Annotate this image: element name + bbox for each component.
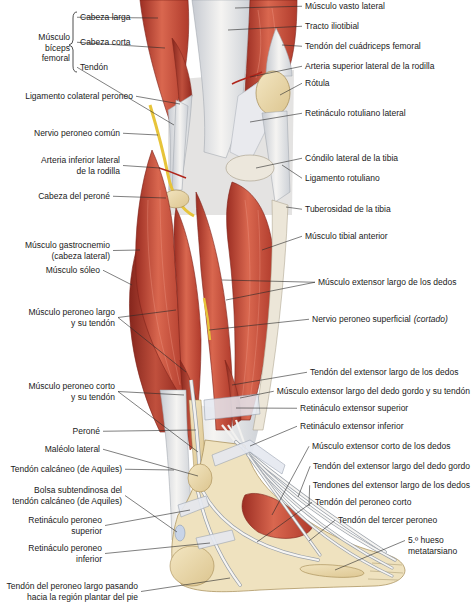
part-label: Retináculo peroneo inferior (26, 543, 102, 564)
leader-line (226, 282, 315, 300)
leader-line (250, 66, 302, 77)
leader-line (125, 469, 174, 471)
leader-line (250, 113, 302, 122)
leader-line (141, 578, 230, 592)
leader-line (236, 408, 297, 409)
part-label: Tracto iliotibial (305, 21, 359, 32)
leader-line (282, 165, 302, 178)
leader-line (123, 166, 160, 169)
part-label: Rótula (305, 78, 330, 89)
leader-line (280, 83, 302, 95)
part-label: Ligamento rotuliano (305, 173, 380, 184)
leader-line (136, 96, 180, 104)
part-label: Cóndilo lateral de la tibia (305, 153, 398, 164)
part-label: Tendón del peroneo corto (315, 497, 411, 508)
part-label: Tendón del extensor largo de los dedos (310, 367, 458, 378)
leader-line (118, 310, 176, 318)
leader-line (118, 318, 186, 373)
leader-line (105, 543, 210, 554)
leader-line (118, 392, 184, 396)
part-label: Tendón (80, 62, 108, 73)
part-label: Tendón del tercer peroneo (338, 515, 437, 526)
leader-line (209, 319, 309, 330)
part-label: Músculo vasto lateral (305, 1, 385, 12)
leader-line (282, 45, 302, 46)
leader-line (235, 6, 302, 8)
part-label: Tendones del extensor largo de los dedos (313, 480, 470, 491)
leader-line (309, 520, 335, 541)
leader-line (228, 26, 302, 30)
structure-label: Músculo bíceps femoral (30, 32, 70, 64)
part-label: Músculo peroneo corto y su tendón (25, 381, 115, 402)
part-label: Tendón del peroneo largo pasando hacia l… (6, 581, 138, 602)
part-label: Músculo tibial anterior (305, 231, 388, 242)
leader-line (103, 270, 132, 285)
leader-line (286, 207, 302, 209)
part-label: Retináculo rotuliano lateral (305, 108, 406, 119)
leader-line (123, 133, 158, 135)
part-label: Cabeza corta (80, 37, 131, 48)
part-label: Maléolo lateral (45, 444, 100, 455)
part-label: Tendón del cuádriceps femoral (305, 41, 421, 52)
part-label: Tuberosidad de la tibia (305, 204, 391, 215)
part-label: Retináculo extensor superior (300, 403, 408, 414)
leader-line (118, 392, 198, 453)
part-label: Retináculo extensor inferior (300, 421, 403, 432)
leader-line (298, 466, 310, 497)
part-label: Cabeza del peroné (38, 191, 110, 202)
part-label: Cabeza larga (80, 12, 131, 23)
leader-line (309, 485, 311, 506)
part-label: Músculo extensor largo de los dedos (318, 277, 456, 288)
leader-line (232, 372, 307, 385)
leader-line (250, 426, 297, 446)
part-label: Músculo sóleo (46, 265, 100, 276)
part-label: Peroné (73, 426, 100, 437)
leader-line (113, 196, 166, 198)
part-label: Tendón del extensor largo del dedo gordo (313, 461, 470, 472)
part-label: Músculo extensor largo del dedo gordo y … (277, 386, 470, 397)
leader-line (262, 236, 302, 250)
part-label: Músculo extensor corto de los dedos (312, 441, 450, 452)
part-label: Músculo gastrocnemio (cabeza lateral) (20, 240, 110, 261)
leader-line (105, 510, 190, 526)
leader-line (222, 280, 315, 282)
part-label: Ligamento colateral peroneo (25, 91, 133, 102)
leader-line (272, 446, 309, 515)
part-label: Músculo peroneo largo y su tendón (25, 307, 115, 328)
part-label: Retináculo peroneo superior (26, 515, 102, 536)
leader-line (240, 391, 274, 398)
part-label: Arteria inferior lateral de la rodilla (38, 155, 120, 176)
leader-line (113, 250, 140, 252)
leader-line (257, 502, 312, 542)
leader-line (103, 430, 196, 431)
leader-line (256, 158, 302, 168)
part-label: Tendón calcáneo (de Aquiles) (10, 464, 122, 475)
part-label: Nervio peroneo común (34, 128, 120, 139)
part-label: Arteria superior lateral de la rodilla (305, 61, 434, 72)
leader-line (335, 541, 405, 571)
part-label: Bolsa subtendinosa del tendón calcáneo (… (12, 485, 122, 506)
part-label: (cortado) (414, 314, 448, 325)
part-label: Nervio peroneo superficial (312, 314, 411, 325)
part-label: 5.º hueso metatarsiano (408, 535, 466, 556)
